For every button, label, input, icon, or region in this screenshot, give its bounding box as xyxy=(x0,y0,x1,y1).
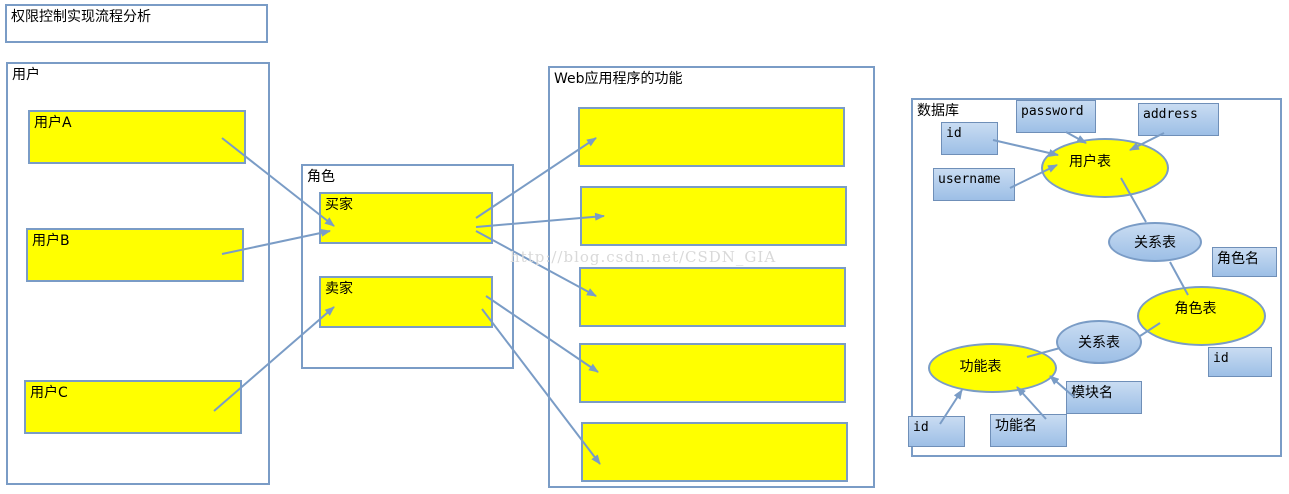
role-seller-box: 卖家 xyxy=(319,276,493,328)
field-func-id: id xyxy=(908,416,965,447)
user-c-box: 用户C xyxy=(24,380,242,434)
role-table-ellipse: 角色表 xyxy=(1137,286,1266,346)
user-c-label: 用户C xyxy=(30,385,68,401)
relation-table-1-label: 关系表 xyxy=(1134,235,1176,251)
user-b-box: 用户B xyxy=(26,228,244,282)
role-table-label: 角色表 xyxy=(1174,301,1217,317)
relation-table-1-ellipse: 关系表 xyxy=(1108,222,1202,262)
field-func-name: 功能名 xyxy=(990,414,1067,447)
field-role-name-label: 角色名 xyxy=(1217,251,1259,267)
user-a-label: 用户A xyxy=(34,115,72,131)
user-table-label: 用户表 xyxy=(1069,154,1111,170)
diagram-title: 权限控制实现流程分析 xyxy=(11,9,151,25)
database-panel-label: 数据库 xyxy=(917,103,959,119)
field-username: username xyxy=(933,168,1015,201)
user-table-ellipse: 用户表 xyxy=(1041,138,1169,198)
function-table-label: 功能表 xyxy=(959,359,1002,375)
field-username-label: username xyxy=(938,172,1001,187)
watermark: http://blog.csdn.net/CSDN_GIA xyxy=(510,248,777,266)
field-address: address xyxy=(1138,103,1219,136)
field-user-id-label: id xyxy=(946,126,962,141)
field-role-id-label: id xyxy=(1213,351,1229,366)
user-b-label: 用户B xyxy=(32,233,70,249)
role-seller-label: 卖家 xyxy=(325,281,353,297)
function-box-4 xyxy=(579,343,846,403)
users-panel-label: 用户 xyxy=(12,67,40,83)
function-box-3 xyxy=(579,267,846,327)
functions-panel-label: Web应用程序的功能 xyxy=(554,71,683,87)
field-func-id-label: id xyxy=(913,420,929,435)
user-a-box: 用户A xyxy=(28,110,246,164)
field-func-name-label: 功能名 xyxy=(995,418,1037,434)
function-box-5 xyxy=(581,422,848,482)
field-role-name: 角色名 xyxy=(1212,247,1277,277)
field-password-label: password xyxy=(1021,104,1084,119)
role-buyer-label: 买家 xyxy=(325,197,353,213)
relation-table-2-label: 关系表 xyxy=(1078,335,1120,351)
function-box-1 xyxy=(578,107,845,167)
function-box-2 xyxy=(580,186,847,246)
function-table-ellipse: 功能表 xyxy=(928,343,1057,393)
roles-panel-label: 角色 xyxy=(307,169,335,185)
field-user-id: id xyxy=(941,122,998,155)
field-module-name: 模块名 xyxy=(1066,381,1142,414)
field-module-name-label: 模块名 xyxy=(1071,385,1113,401)
field-address-label: address xyxy=(1143,107,1198,122)
title-box: 权限控制实现流程分析 xyxy=(5,4,268,43)
field-role-id: id xyxy=(1208,347,1272,377)
relation-table-2-ellipse: 关系表 xyxy=(1056,320,1142,364)
role-buyer-box: 买家 xyxy=(319,192,493,244)
field-password: password xyxy=(1016,100,1096,133)
